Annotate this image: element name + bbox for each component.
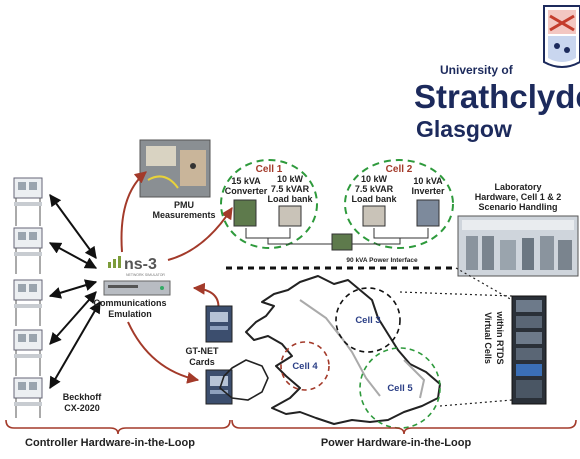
pmu-label-line-1: PMU <box>174 200 194 210</box>
cell-5-label: Cell 5 <box>387 383 413 394</box>
rtds-links <box>399 267 513 407</box>
ns3-label-line-1: Communications <box>93 298 166 308</box>
footer-left-label: Controller Hardware-in-the-Loop <box>25 437 195 449</box>
gtnet-card-icon <box>205 305 233 343</box>
cell-2-loadbank-line-1: 10 kW <box>361 174 388 184</box>
pmu-block: PMU Measurements <box>139 139 216 220</box>
cell-2-boundary <box>344 159 454 249</box>
controller-station <box>13 279 43 326</box>
logo-line-2: Strathclyde <box>414 78 580 115</box>
laboratory-block: Laboratory Hardware, Cell 1 & 2 Scenario… <box>457 182 579 277</box>
rtds-label-line-2: within RTDS <box>495 311 505 365</box>
footer-right-label: Power Hardware-in-the-Loop <box>321 437 472 449</box>
logo-line-3: Glasgow <box>416 116 512 142</box>
university-crest-icon <box>543 5 580 68</box>
cell-4-label: Cell 4 <box>292 361 318 372</box>
cell-2-loadbank-line-2: 7.5 kVAR <box>355 184 394 194</box>
logo-line-1: University of <box>440 63 514 77</box>
rtds-rack-icon <box>511 295 547 405</box>
controller-link <box>48 242 98 269</box>
cell-1-loadbank-line-2: 7.5 kVAR <box>271 184 310 194</box>
grid-line <box>335 329 381 397</box>
ns3-subtitle: NETWORK SIMULATOR <box>126 273 165 277</box>
power-interface-icon <box>331 233 353 251</box>
rtds-block: Virtual Cells within RTDS <box>483 295 547 405</box>
lab-label-line-1: Laboratory <box>494 182 541 192</box>
university-logo: University of Strathclyde Glasgow <box>414 5 580 142</box>
flow-arrow <box>167 206 233 261</box>
ns3-logo-text: ns-3 <box>124 256 157 273</box>
controller-station <box>13 177 43 226</box>
cell-2-loadbank-line-3: Load bank <box>351 194 397 204</box>
cell-2-inverter-line-1: 10 kVA <box>413 176 443 186</box>
converter-photo-icon <box>233 199 257 227</box>
gb-coastline <box>245 275 441 425</box>
power-interface-label: 90 kVA Power Interface <box>346 257 418 264</box>
cell-2: Cell 2 10 kW 7.5 kVAR Load bank 10 kVA I… <box>344 159 454 249</box>
cell-1-loadbank-line-1: 10 kW <box>277 174 304 184</box>
controller-station <box>13 227 43 274</box>
grid-line <box>299 299 341 337</box>
ns3-label-line-2: Emulation <box>108 309 152 319</box>
controller-links <box>48 194 101 390</box>
cell-3-label: Cell 3 <box>355 315 380 326</box>
gb-map <box>219 275 441 425</box>
cell-2-title: Cell 2 <box>386 164 413 175</box>
gtnet-card-icon <box>205 369 233 405</box>
grid-line <box>403 359 426 399</box>
gtnet-label-line-1: GT-NET <box>186 346 220 356</box>
cell-1-loadbank-line-3: Load bank <box>267 194 313 204</box>
cell-1-converter-line-2: Converter <box>225 186 268 196</box>
cell-1-boundary <box>220 159 318 249</box>
virtual-cells: Cell 3 Cell 4 Cell 5 <box>280 287 441 429</box>
lab-label-line-2: Hardware, Cell 1 & 2 <box>475 192 562 202</box>
beckhoff-label-line-2: CX-2020 <box>64 403 100 413</box>
controller-link <box>49 291 97 345</box>
controller-link <box>49 194 97 259</box>
gtnet-label-line-2: Cards <box>189 357 215 367</box>
flow-arrow <box>127 321 200 384</box>
pmu-photo-icon <box>139 139 211 198</box>
cell-3-boundary <box>335 287 401 353</box>
server-icon <box>103 280 171 296</box>
footer-braces <box>5 419 577 435</box>
cell-5-boundary <box>359 347 441 429</box>
power-brace <box>231 419 577 435</box>
cell-1-converter-line-1: 15 kVA <box>231 176 261 186</box>
beckhoff-label-line-1: Beckhoff <box>63 392 103 402</box>
cell-2-inverter-line-2: Inverter <box>411 186 445 196</box>
loadbank-photo-icon <box>278 205 302 227</box>
controller-stations <box>13 177 43 418</box>
cell-1: Cell 1 15 kVA Converter 10 kW 7.5 kVAR L… <box>220 159 318 249</box>
controller-link <box>49 300 101 390</box>
lab-label-line-3: Scenario Handling <box>478 202 557 212</box>
ireland-coastline <box>219 359 269 401</box>
ns3-block: ns-3 NETWORK SIMULATOR Communications Em… <box>93 256 171 319</box>
controller-link <box>48 279 98 299</box>
controller-station <box>13 377 43 418</box>
flow-arrow <box>120 171 147 253</box>
ns3-logo-icon <box>108 256 121 268</box>
pmu-label-line-2: Measurements <box>152 210 215 220</box>
controller-brace <box>5 419 231 435</box>
loadbank-photo-icon <box>362 205 386 227</box>
rtds-label-line-1: Virtual Cells <box>483 312 493 364</box>
data-flow-arrows <box>120 171 233 384</box>
laboratory-photo-icon <box>457 215 579 277</box>
cell-1-title: Cell 1 <box>256 164 283 175</box>
cell-4-boundary <box>280 341 330 391</box>
power-interface: 90 kVA Power Interface <box>245 228 429 264</box>
controller-station <box>13 329 43 376</box>
inverter-photo-icon <box>416 199 440 227</box>
gtnet-block: GT-NET Cards <box>186 305 233 405</box>
